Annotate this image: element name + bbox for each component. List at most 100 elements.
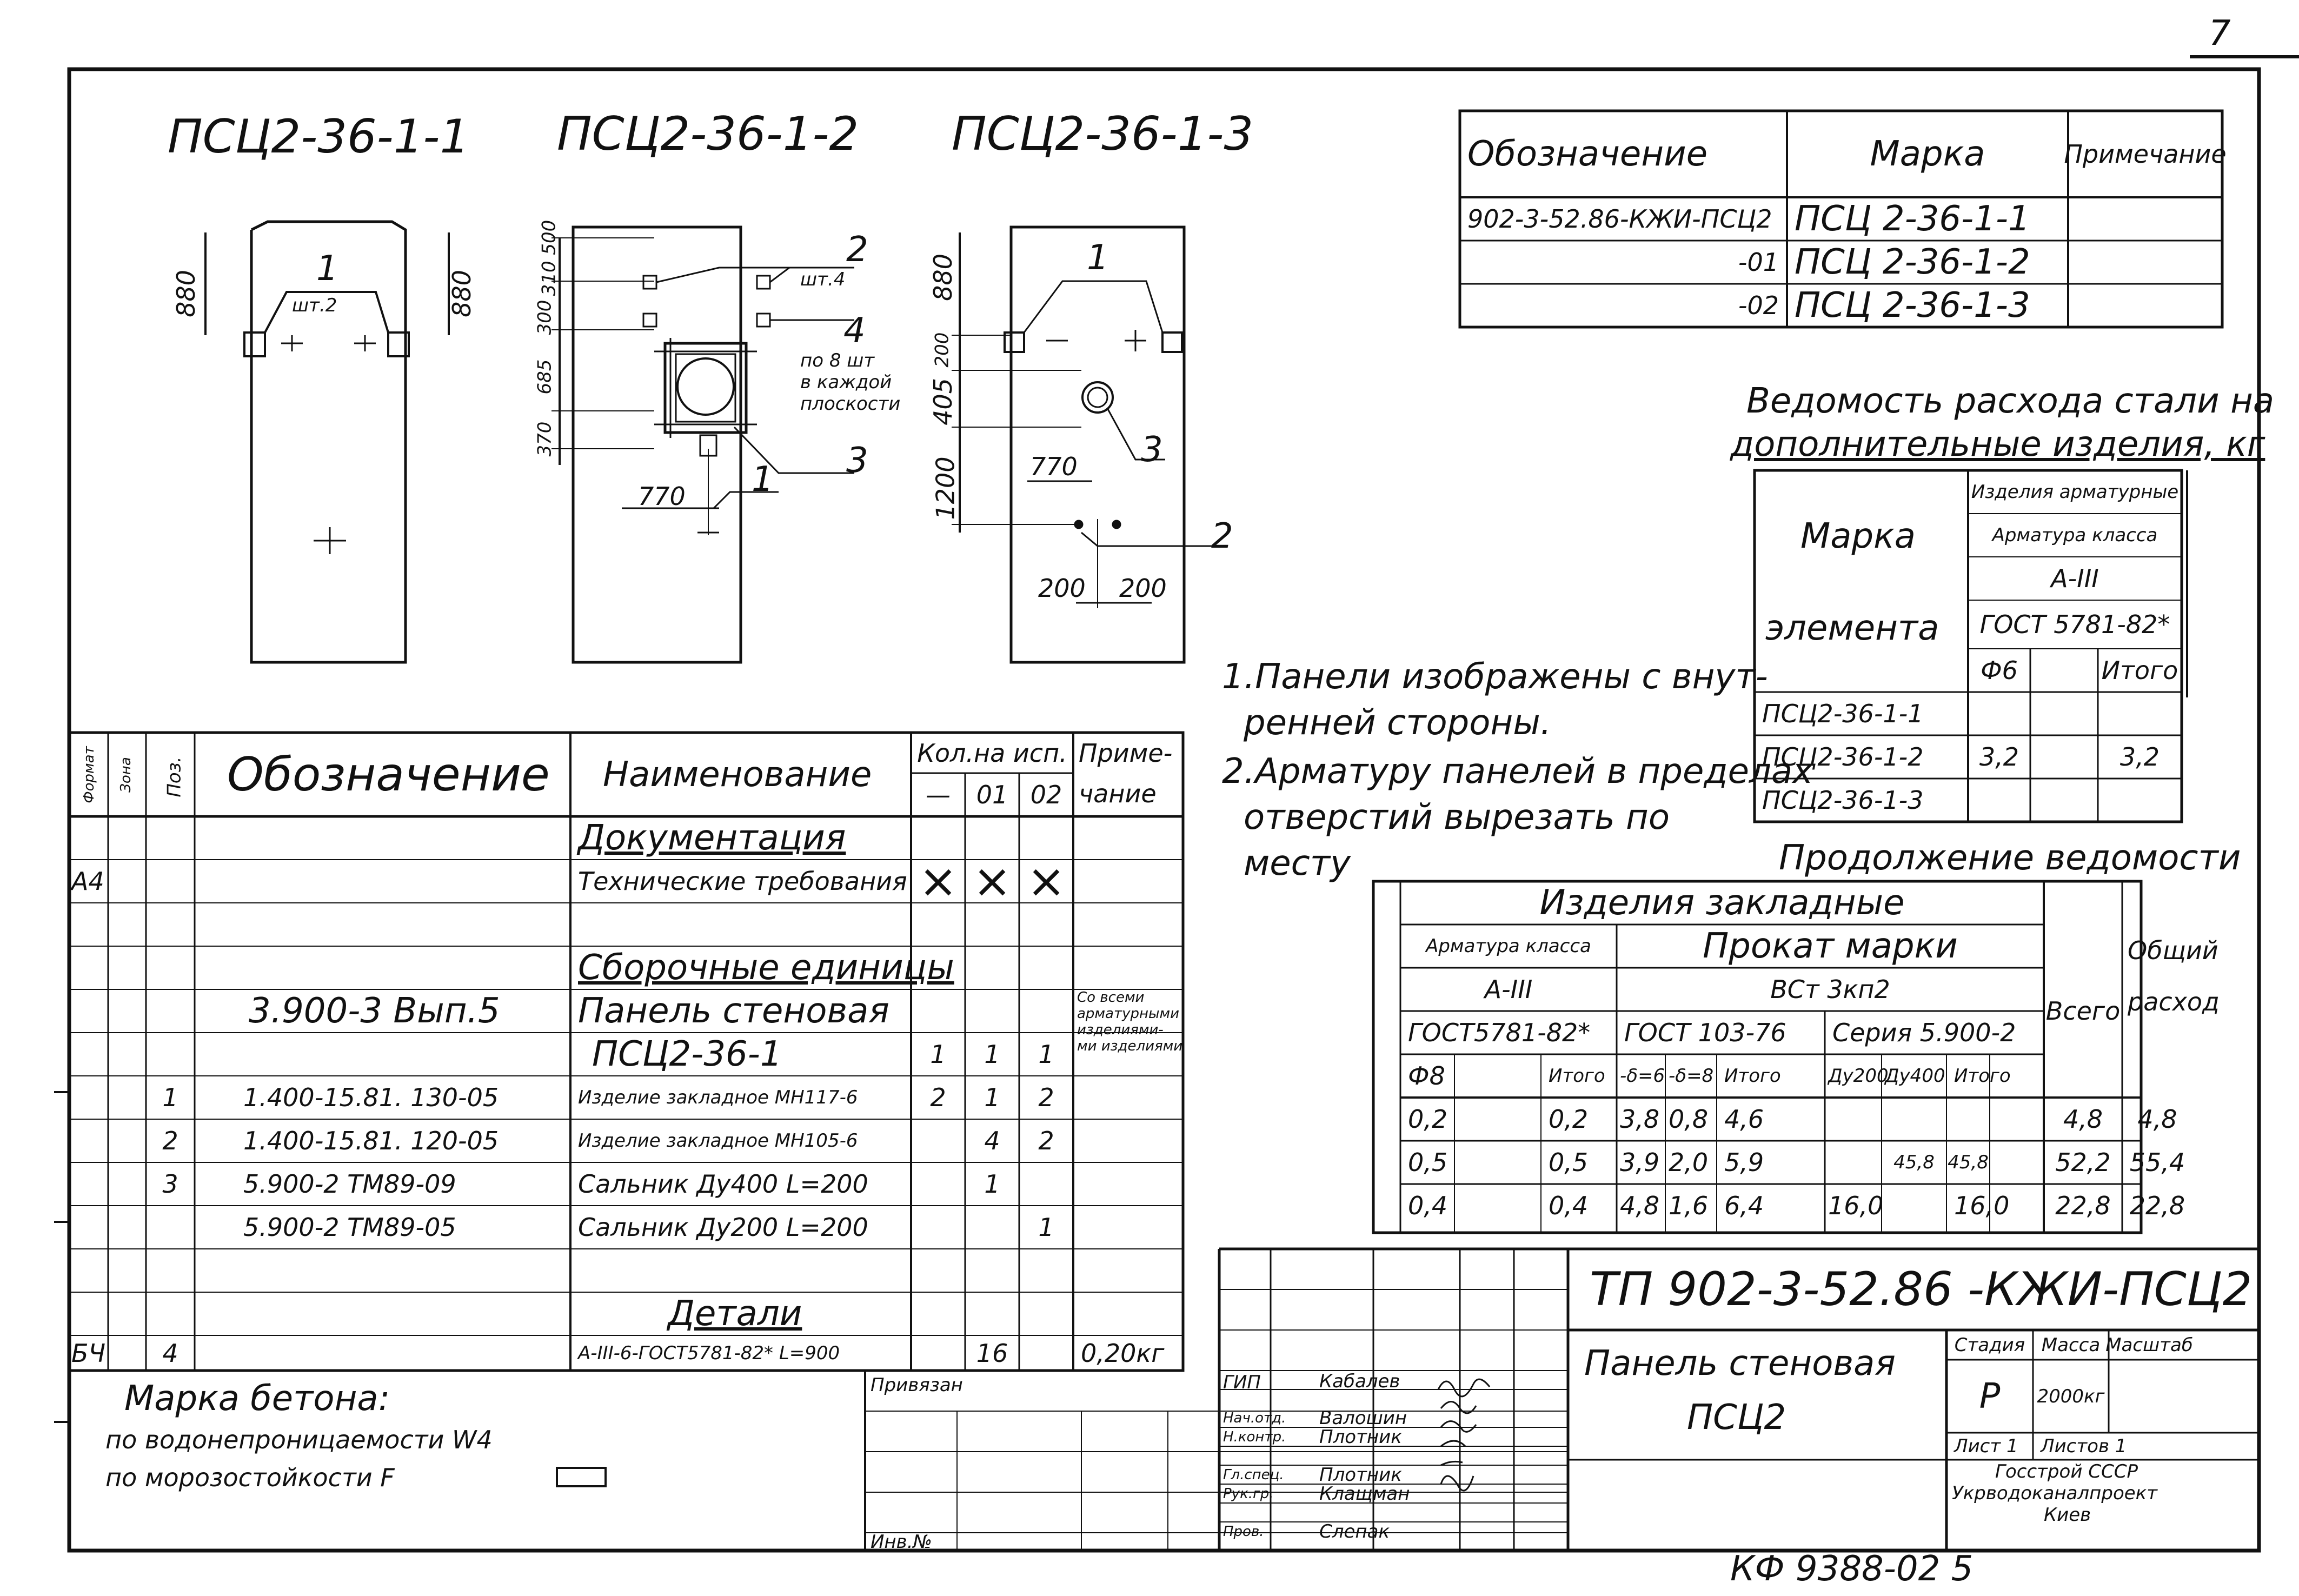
view-2-dim-770: 770 [638, 482, 686, 511]
cont-h-prokat: Прокат марки [1703, 926, 1958, 966]
view-3-callout-1: 1 [1087, 238, 1109, 278]
cont-r3-c9: 22,8 [2055, 1191, 2111, 1220]
spec-row-13-note: 0,20кг [1081, 1338, 1165, 1368]
view-2-dim-4: 370 [534, 421, 556, 457]
cont-r3-c0: 0,4 [1408, 1191, 1448, 1220]
spec-h-qty-01: 01 [976, 780, 1008, 809]
cont-sub-total3: Итого [1954, 1065, 2011, 1087]
view-3-dim-3: 405 [928, 378, 958, 425]
steel-sheet-h-items: Изделия арматурные [1971, 481, 2179, 503]
stamp-role-3: Н.контр. [1223, 1429, 1286, 1445]
spec-h-pos: Поз. [163, 756, 185, 797]
cont-h-embedded: Изделия закладные [1539, 883, 1905, 923]
spec-row-7-pos: 1 [162, 1083, 178, 1112]
cont-r1-c2: 0,2 [1549, 1105, 1589, 1134]
steel-sheet-h-total: Итого [2101, 656, 2178, 685]
spec-row-7-des: 1.400-15.81. 130-05 [243, 1083, 499, 1112]
spec-row-5-name: Панель стеновая [578, 991, 889, 1031]
cont-r2-c9: 52,2 [2055, 1148, 2111, 1177]
cont-sub-du400: Ду400 [1885, 1065, 1945, 1087]
stamp-title-2: ПСЦ2 [1687, 1398, 1786, 1438]
cont-r3-c6: 16,0 [1828, 1191, 1884, 1220]
cont-r1-c10: 4,8 [2137, 1105, 2177, 1134]
view-2-note-4a: по 8 шт [800, 350, 875, 371]
spec-row-8-q3: 2 [1038, 1126, 1054, 1155]
stamp-role-2: Нач.отд. [1223, 1410, 1286, 1426]
spec-row-6-q3: 1 [1038, 1040, 1054, 1069]
spec-row-2-name: Технические требования [578, 867, 907, 896]
stamp-h-scale: Масштаб [2105, 1334, 2193, 1356]
mark-table-r2-mark: ПСЦ 2-36-1-2 [1795, 242, 2030, 282]
cont-r1-c4: 0,8 [1669, 1105, 1709, 1134]
steel-sheet-h-f6: Ф6 [1981, 656, 2018, 685]
view-2-callout-1: 1 [752, 460, 774, 500]
spec-h-designation: Обозначение [227, 747, 550, 802]
spec-row-6-q2: 1 [984, 1040, 1000, 1069]
cont-r2-c2: 0,5 [1549, 1148, 1589, 1177]
spec-row-13-name: А-III-6-ГОСТ5781-82* L=900 [578, 1342, 840, 1364]
cont-r1-c3: 3,8 [1620, 1105, 1660, 1134]
steel-sheet-r1-mark: ПСЦ2-36-1-1 [1762, 699, 1924, 728]
view-2-dim-2: 300 [534, 300, 556, 335]
view-3-dim-4: 1200 [931, 456, 960, 520]
steel-sheet-title-1: Ведомость расхода стали на [1746, 381, 2275, 421]
steel-sheet-r2-mark: ПСЦ2-36-1-2 [1762, 742, 1924, 772]
stamp-org-1: Госстрой СССР [1995, 1461, 2138, 1482]
stamp-org-2: Укрводоканалпроект [1952, 1482, 2158, 1504]
steel-sheet-title-2: дополнительные изделия, кг [1730, 424, 2265, 464]
spec-row-7-q2: 1 [984, 1083, 1000, 1112]
stamp-name-4: Плотник [1319, 1464, 1402, 1486]
cont-r2-c3: 3,9 [1620, 1148, 1660, 1177]
spec-row-10-des: 5.900-2 ТМ89-05 [243, 1213, 456, 1242]
stamp-role-6: Пров. [1223, 1524, 1264, 1540]
spec-h-note-2: чание [1079, 779, 1157, 808]
stamp-sheets: Листов 1 [2041, 1435, 2127, 1457]
concrete-line-2: по морозостойкости F [105, 1463, 395, 1492]
spec-row-9-name: Сальник Ду400 L=200 [578, 1169, 868, 1199]
cont-sub-total1: Итого [1549, 1065, 1605, 1087]
view-2-note-2: шт.4 [800, 269, 846, 290]
mark-table-r2-designation: -01 [1738, 248, 1779, 277]
spec-h-format: Формат [81, 746, 97, 803]
continuation-title: Продолжение ведомости [1779, 838, 2241, 878]
cont-r3-c2: 0,4 [1549, 1191, 1589, 1220]
stamp-role-4: Гл.спец. [1223, 1467, 1284, 1483]
view-2-dim-1: 310 500 [538, 220, 560, 296]
spec-row-9-pos: 3 [162, 1169, 178, 1199]
stamp-bound: Привязан [871, 1374, 963, 1396]
cont-h-general-1: Общий [2128, 936, 2218, 965]
spec-h-name: Наименование [603, 754, 872, 795]
steel-sheet-r3-mark: ПСЦ2-36-1-3 [1762, 786, 1924, 815]
cont-r2-c5: 5,9 [1724, 1148, 1764, 1177]
spec-row-2-q3: × [1026, 854, 1066, 908]
spec-row-8-q2: 4 [984, 1126, 1000, 1155]
steel-sheet-r2-total: 3,2 [2119, 742, 2160, 772]
cont-r3-c5: 6,4 [1724, 1191, 1764, 1220]
stamp-h-mass: Масса [2041, 1334, 2101, 1356]
steel-sheet-h-class: Арматура класса [1992, 524, 2158, 546]
view-2-callout-3: 3 [846, 441, 868, 481]
stamp-name-2: Валошин [1319, 1407, 1407, 1429]
cont-r1-c9: 4,8 [2063, 1105, 2103, 1134]
stamp-name-6: Слепак [1319, 1521, 1390, 1542]
view-2-callout-2: 2 [846, 230, 868, 270]
stamp-inv: Инв.№ [871, 1531, 932, 1553]
mark-table-r3-designation: -02 [1738, 291, 1779, 320]
cont-h-prokatval: ВСт 3кп2 [1770, 975, 1890, 1004]
cont-sub-du200: Ду200 [1828, 1065, 1889, 1087]
stamp-name-3: Плотник [1319, 1426, 1402, 1448]
spec-row-7-name: Изделие закладное МН117-6 [578, 1087, 858, 1108]
spec-row-2-fmt: А4 [71, 867, 104, 896]
spec-row-5-note: Со всеми [1077, 989, 1145, 1006]
cont-h-series: Серия 5.900-2 [1832, 1018, 2016, 1047]
note-line-3: 2.Арматуру панелей в пределах [1222, 752, 1813, 792]
cont-r2-c0: 0,5 [1408, 1148, 1448, 1177]
cont-r3-c10: 22,8 [2129, 1191, 2185, 1220]
spec-row-6-name: ПСЦ2-36-1 [592, 1034, 782, 1074]
spec-row-9-des: 5.900-2 ТМ89-09 [243, 1169, 456, 1199]
view-1-callout: 1 [316, 249, 338, 289]
cont-r1-c0: 0,2 [1408, 1105, 1448, 1134]
spec-row-13-q2: 16 [976, 1338, 1008, 1368]
mark-table-r1-designation: 902-3-52.86-КЖИ-ПСЦ2 [1467, 204, 1772, 234]
